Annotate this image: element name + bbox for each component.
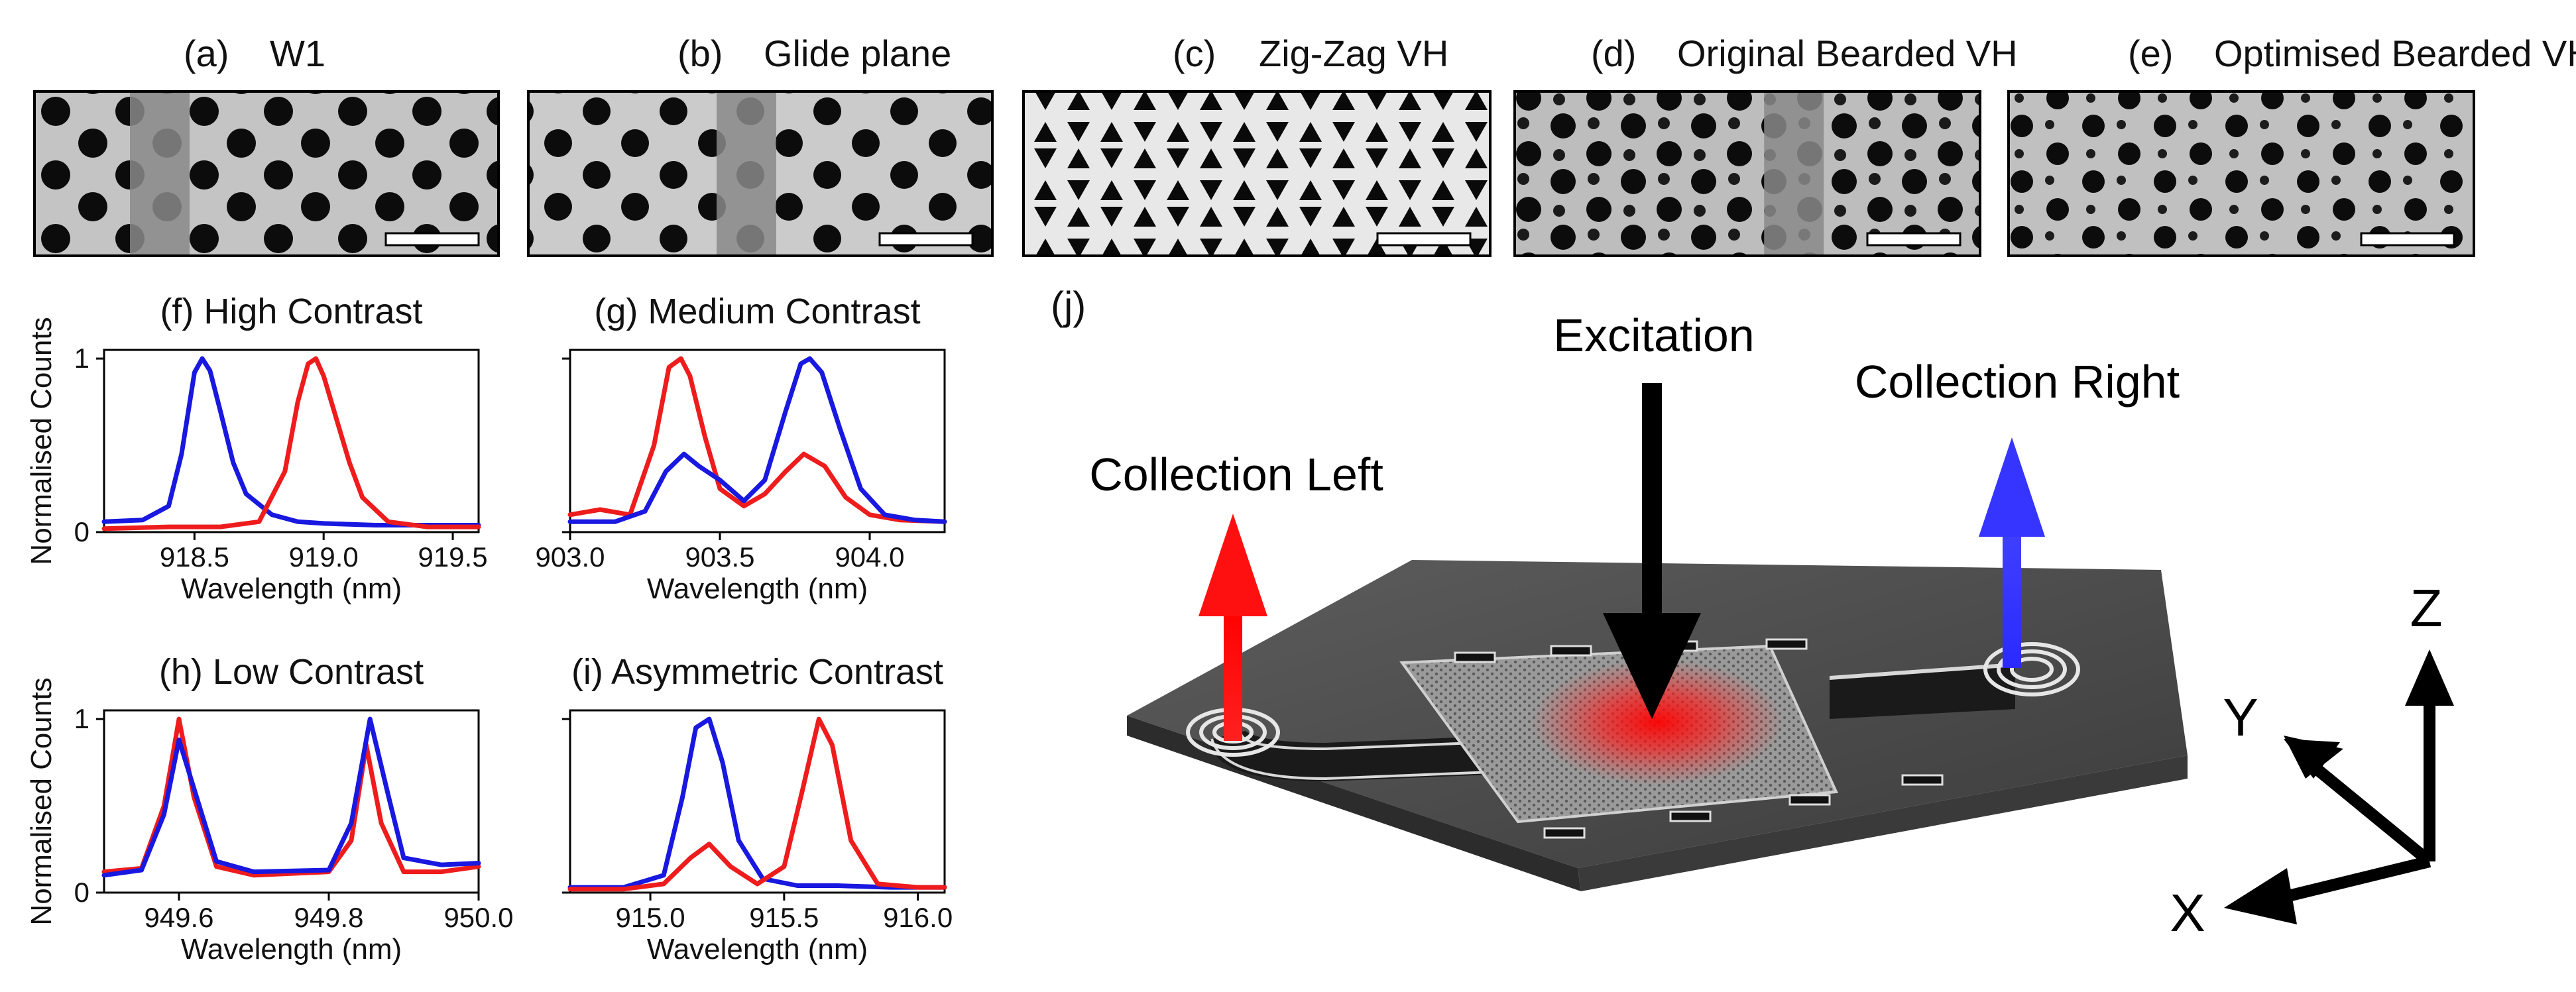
spectrum-line-red xyxy=(101,356,481,531)
y-tick-label: 1 xyxy=(74,703,89,734)
plot-frame xyxy=(569,709,946,894)
sem-image xyxy=(2007,90,2475,257)
x-tick-label: 915.0 xyxy=(616,902,685,933)
chart-title: (f) High Contrast xyxy=(160,292,422,331)
sem-panel-bearded: (d) Original Bearded VH xyxy=(1513,32,2018,257)
collection-left-label: Collection Left xyxy=(1089,449,1383,500)
sem-panel-label: (c) xyxy=(1173,32,1216,74)
collection-right-label: Collection Right xyxy=(1855,356,2180,408)
sem-image xyxy=(1022,90,1492,257)
excitation-label: Excitation xyxy=(1553,309,1754,361)
sem-panel-title: W1 xyxy=(270,32,325,74)
x-axis-label: Wavelength (nm) xyxy=(647,933,868,965)
x-tick-label: 949.6 xyxy=(144,902,213,933)
spectrum-line-blue xyxy=(101,356,481,527)
scale-bar xyxy=(384,232,480,247)
panel-label-j: (j) xyxy=(1051,284,1086,328)
chart-title: (i) Asymmetric Contrast xyxy=(571,652,943,692)
chart-panel-2: (h) Low Contrast 949.6 949.8 950.0 0 1Wavelen… xyxy=(25,652,514,965)
line-defect xyxy=(130,93,190,254)
sem-panel-title: Glide plane xyxy=(764,32,951,74)
spectrum-line-blue xyxy=(567,356,947,524)
device-schematic: (j) xyxy=(1051,284,2454,942)
waveguide-right xyxy=(1830,663,2015,719)
chart-panel-3: (i) Asymmetric Contrast 915.0 915.5 916.0Wa… xyxy=(562,652,953,965)
sem-image xyxy=(1513,90,1981,257)
x-axis-label: Wavelength (nm) xyxy=(181,573,402,605)
plot-frame xyxy=(103,709,480,894)
chart-title: (h) Low Contrast xyxy=(159,652,424,692)
sem-panel-w1: (a) W1 xyxy=(33,32,500,257)
coordinate-axes: Z Y X xyxy=(2170,579,2454,942)
collection-left-arrow xyxy=(1199,514,1267,741)
sem-image xyxy=(33,90,500,257)
x-tick-label: 915.5 xyxy=(749,902,819,933)
scale-bar xyxy=(878,232,974,247)
chart-title: (g) Medium Contrast xyxy=(594,292,920,331)
scale-bar xyxy=(2360,232,2455,247)
spectrum-line-red xyxy=(567,716,947,892)
excitation-spot xyxy=(1531,659,1783,785)
x-tick-label: 916.0 xyxy=(883,902,953,933)
axis-x-label: X xyxy=(2170,883,2205,942)
y-tick-label: 1 xyxy=(74,343,89,374)
sem-panel-zigzag: (c) Zig-Zag VH xyxy=(1022,32,1492,257)
scale-bar xyxy=(1376,232,1472,247)
chart-panel-0: (f) High Contrast 918.5 919.0 919.5 0 1Wavele… xyxy=(25,292,488,605)
y-tick-label: 0 xyxy=(74,877,89,908)
line-defect xyxy=(717,93,776,254)
scale-bar xyxy=(1866,232,1961,247)
x-tick-label: 950.0 xyxy=(443,902,513,933)
axis-z-label: Z xyxy=(2410,579,2443,637)
y-axis-label: Normalised Counts xyxy=(25,317,58,565)
x-tick-label: 919.0 xyxy=(289,541,359,573)
x-tick-label: 918.5 xyxy=(160,541,229,573)
x-axis-label: Wavelength (nm) xyxy=(647,573,868,605)
excitation-arrow xyxy=(1603,383,1701,719)
sem-panel-optimised: (e) Optimised Bearded VH xyxy=(2007,32,2576,257)
plot-frame xyxy=(569,349,946,533)
chart-panel-1: (g) Medium Contrast 903.0 903.5 904.0Wavele… xyxy=(535,292,947,605)
spectrum-line-red xyxy=(567,356,947,524)
sem-panel-title: Optimised Bearded VH xyxy=(2214,32,2576,74)
spectrum-line-blue xyxy=(101,716,481,878)
sem-panel-label: (b) xyxy=(677,32,723,74)
sem-panel-glide: (b) Glide plane xyxy=(527,32,994,257)
x-tick-label: 949.8 xyxy=(294,902,363,933)
x-axis-label: Wavelength (nm) xyxy=(181,933,402,965)
spectrum-line-blue xyxy=(567,716,947,890)
grating-coupler-right xyxy=(1983,642,2080,696)
x-tick-label: 904.0 xyxy=(835,541,904,573)
sem-panel-label: (e) xyxy=(2128,32,2173,74)
y-axis-label: Normalised Counts xyxy=(25,677,58,925)
sem-image-row: (a) W1 (b) Glide plane (c) Zig-Zag VH (d) Origi… xyxy=(33,32,2576,257)
line-defect xyxy=(1764,93,1824,254)
x-tick-label: 903.0 xyxy=(535,541,605,573)
x-tick-label: 903.5 xyxy=(685,541,754,573)
sem-panel-label: (d) xyxy=(1591,32,1636,74)
sem-panel-title: Original Bearded VH xyxy=(1677,32,2018,74)
collection-right-arrow xyxy=(1979,437,2045,668)
sem-panel-label: (a) xyxy=(184,32,229,74)
x-tick-label: 919.5 xyxy=(418,541,487,573)
axis-y-label: Y xyxy=(2223,688,2258,747)
sem-panel-title: Zig-Zag VH xyxy=(1259,32,1448,74)
y-tick-label: 0 xyxy=(74,516,89,547)
